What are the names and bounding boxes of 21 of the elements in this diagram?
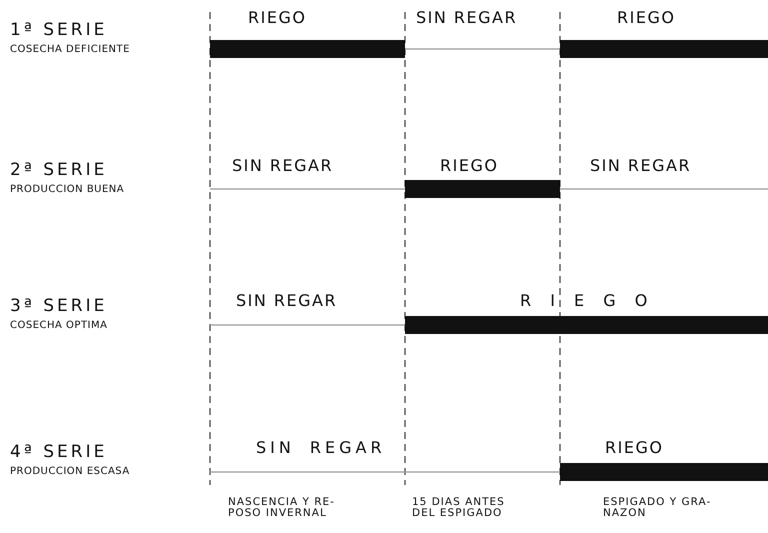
period-label: SIN REGAR <box>256 440 386 457</box>
series-label: 3ª SERIE <box>10 298 108 316</box>
period-label: SIN REGAR <box>232 158 334 175</box>
period-label: SIN REGAR <box>416 10 518 27</box>
phase-label: ESPIGADO Y GRA- NAZON <box>603 497 712 520</box>
period-label: RIEGO <box>440 158 498 175</box>
series-subtitle: COSECHA OPTIMA <box>10 321 108 332</box>
series-label: 4ª SERIE <box>10 444 108 462</box>
series-subtitle: PRODUCCION ESCASA <box>10 467 130 478</box>
period-label: SIN REGAR <box>236 293 338 310</box>
phase-label: NASCENCIA Y RE- POSO INVERNAL <box>228 497 336 520</box>
period-label: R I E G O <box>520 293 652 310</box>
series-label: 2ª SERIE <box>10 162 108 180</box>
series-subtitle: PRODUCCION BUENA <box>10 185 124 196</box>
phase-label: 15 DIAS ANTES DEL ESPIGADO <box>412 497 506 520</box>
series-subtitle: COSECHA DEFICIENTE <box>10 45 130 56</box>
period-label: SIN REGAR <box>590 158 692 175</box>
period-label: RIEGO <box>605 440 664 457</box>
series-label: 1ª SERIE <box>10 22 108 40</box>
period-label: RIEGO <box>248 10 306 27</box>
period-label: RIEGO <box>617 10 676 27</box>
